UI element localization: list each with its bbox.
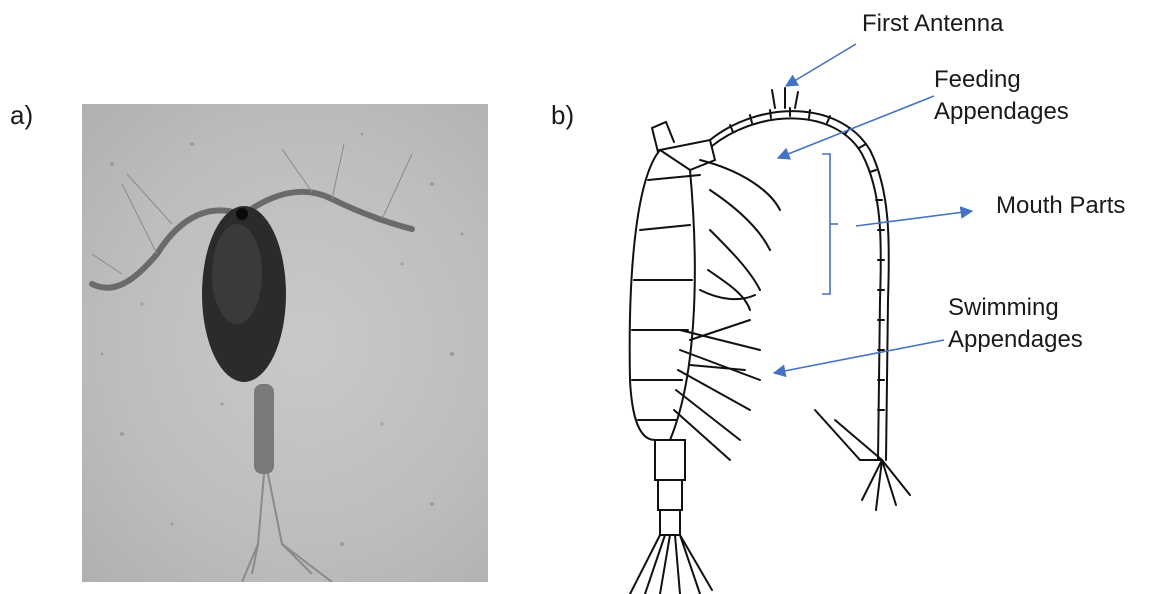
panel-b-label: b) (551, 100, 574, 131)
callout-mouth-parts: Mouth Parts (996, 190, 1125, 222)
callout-first-antenna: First Antenna (862, 8, 1003, 40)
copepod-micrograph (82, 104, 488, 582)
callout-feeding-line1: Feeding (934, 64, 1134, 96)
callout-swimming-appendages: Swimming Appendages (948, 292, 1148, 356)
callout-swimming-line2: Appendages (948, 324, 1148, 356)
copepod-line-drawing (600, 80, 940, 594)
callout-feeding-line2: Appendages (934, 96, 1134, 128)
panel-a-label: a) (10, 100, 33, 131)
callout-swimming-line1: Swimming (948, 292, 1148, 324)
callout-feeding-appendages: Feeding Appendages (934, 64, 1134, 128)
